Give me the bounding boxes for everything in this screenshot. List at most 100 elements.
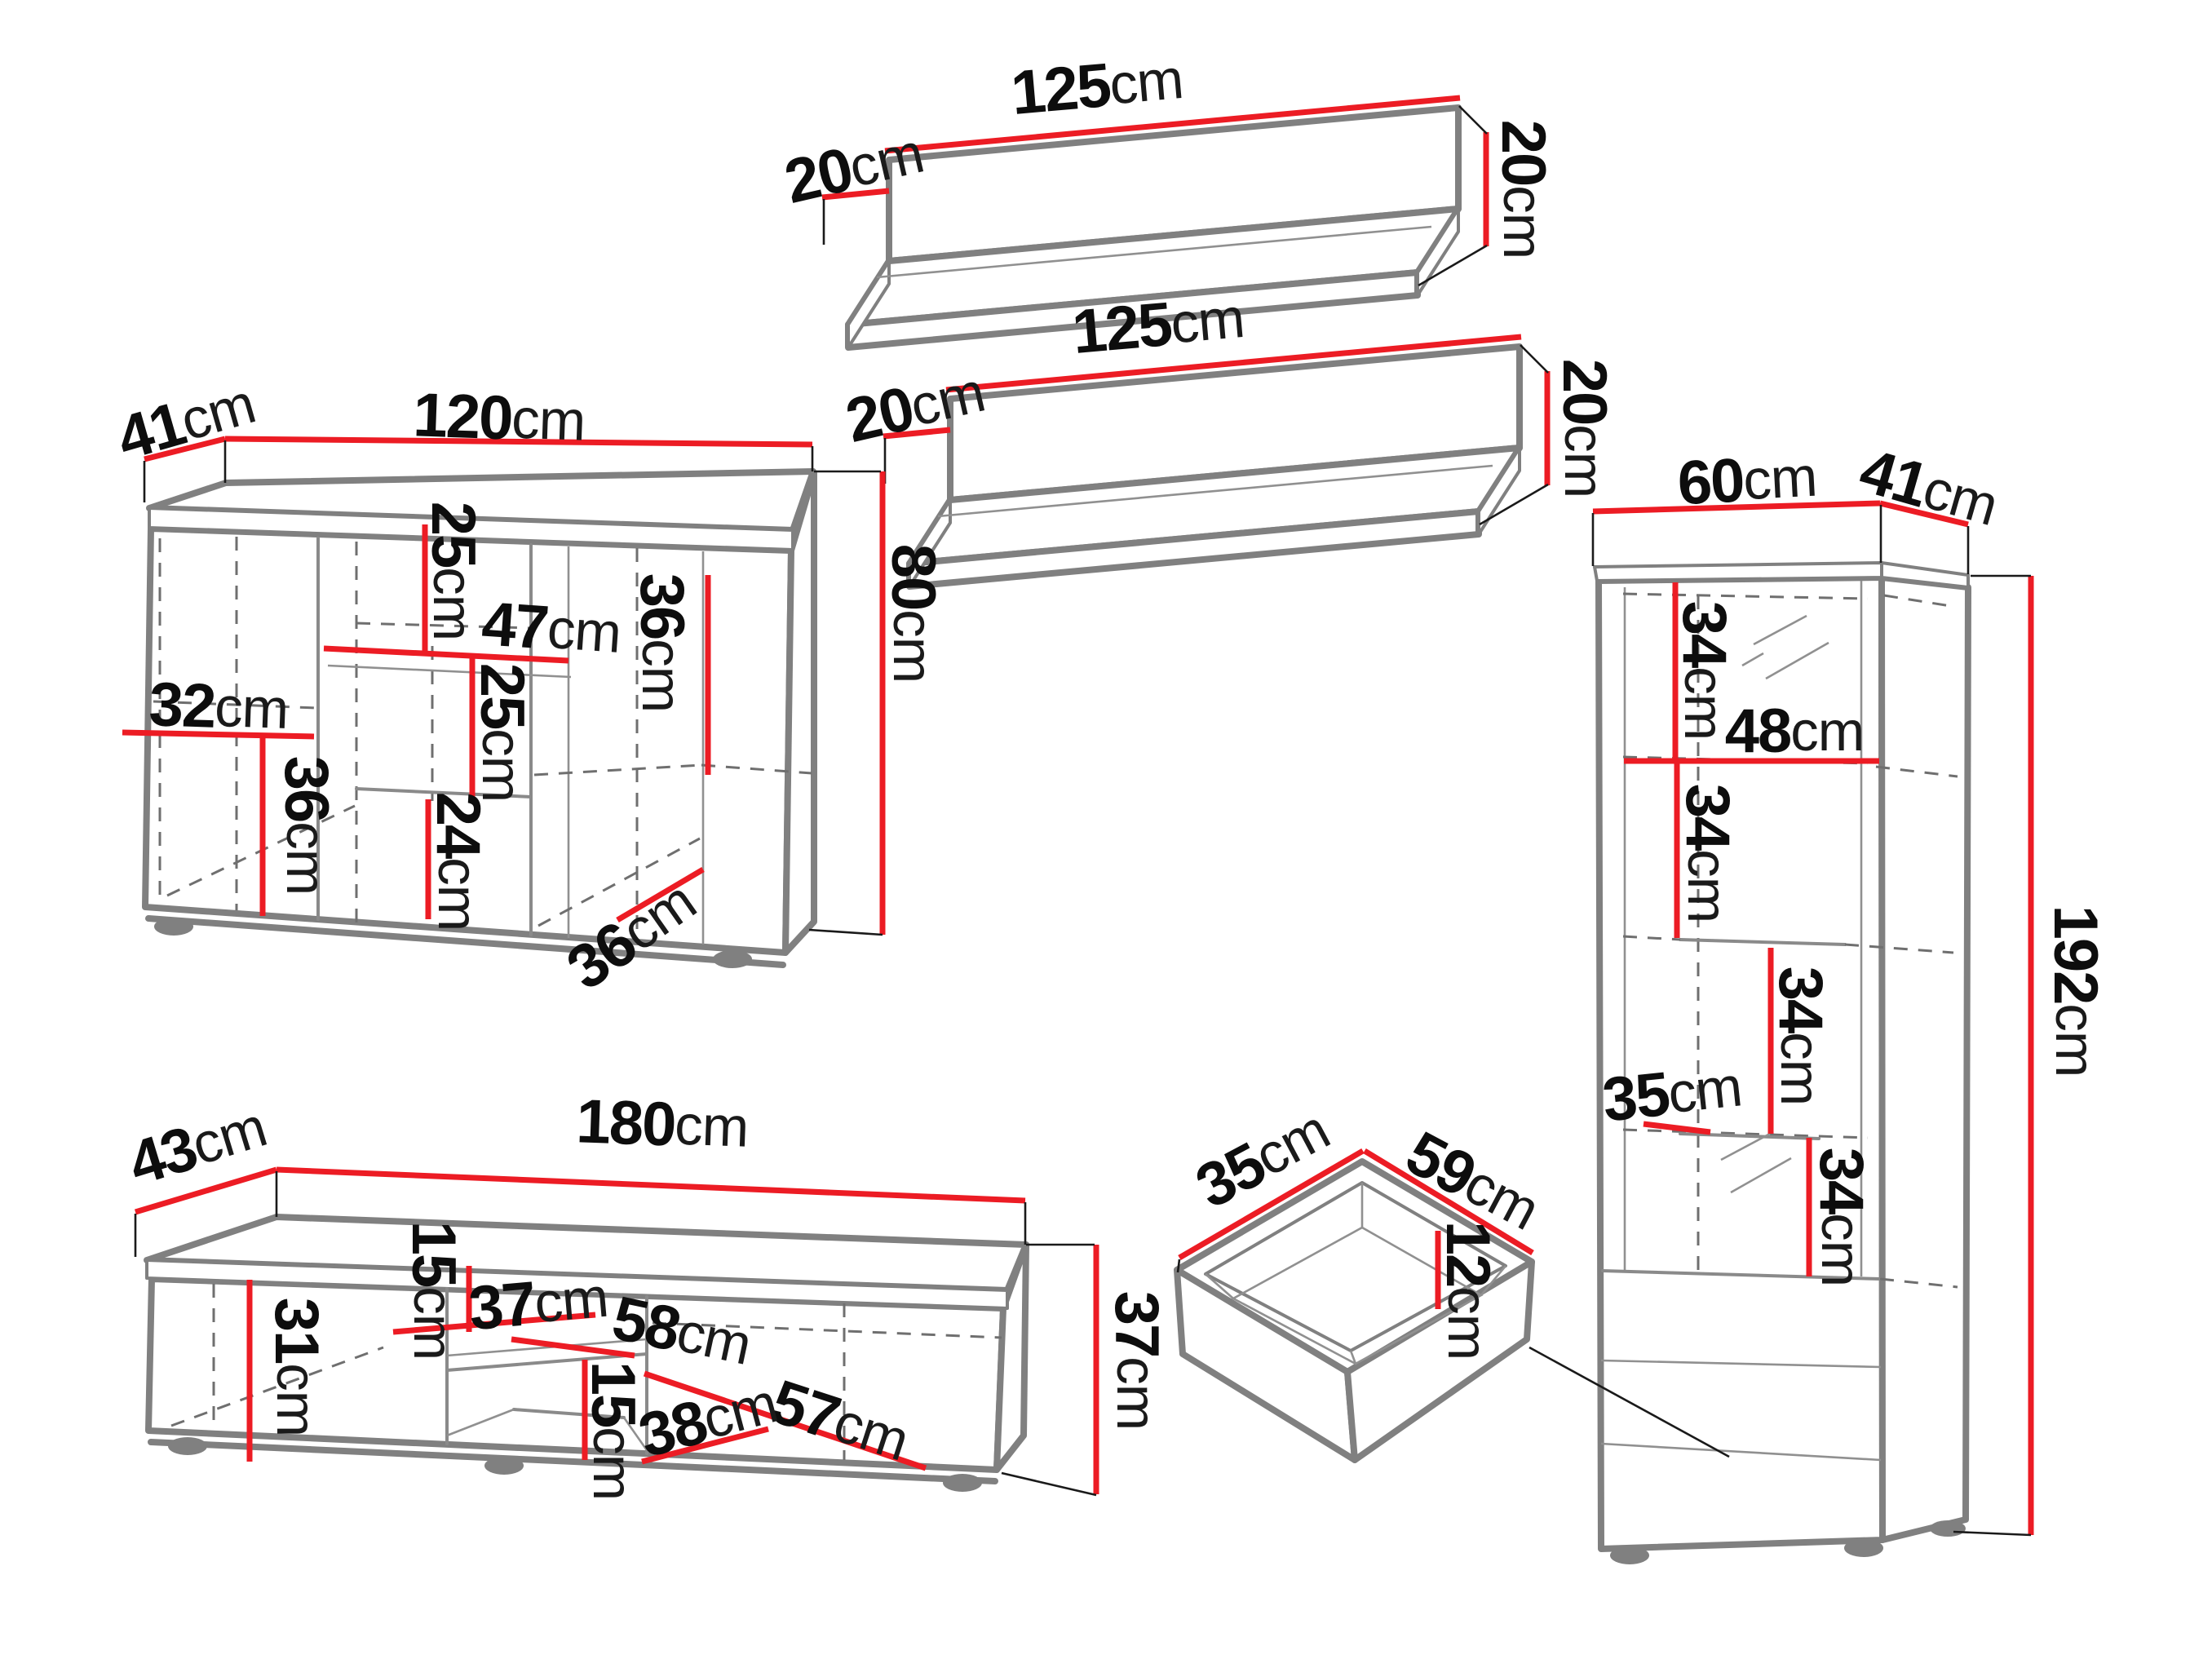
hidden-back-edge: [1622, 592, 1869, 600]
drawer-drawing: 35cm 59cm 12cm: [1174, 1098, 1730, 1463]
cabinet-top-right-sliver: [1880, 561, 1970, 589]
glass-hatch: [1753, 614, 1807, 646]
drawer-divider: [1600, 1359, 1882, 1369]
niche-wall-line: [446, 1408, 515, 1437]
dimension-label-depth: 43cm: [121, 1091, 274, 1198]
hidden-shelf-edge: [1622, 1128, 1869, 1139]
dimension-label-interior: 34cm: [1670, 601, 1740, 741]
dimension-label-interior: 25cm: [419, 502, 489, 641]
cabinet-top-front-sliver: [1593, 561, 1883, 582]
drawer-inner-corner: [1349, 1350, 1357, 1365]
sideboard-drawing: 41cm 120cm 80cm 25cm 47cm 25cm 32cm 36cm…: [109, 369, 949, 1002]
niche-shelf-edge: [446, 1338, 648, 1357]
shelf-edge: [355, 787, 533, 799]
shelf-edge: [1679, 1132, 1820, 1140]
depth-dimension-line: [134, 1166, 278, 1215]
dimension-label-length: 125cm: [1008, 43, 1185, 127]
interior-dimension-line: [392, 1312, 596, 1335]
tv-stand-base-band: [148, 1439, 998, 1484]
cabinet-foot: [1930, 1520, 1966, 1537]
interior-dimension-line: [616, 866, 705, 923]
dimension-label-interior: 32cm: [148, 670, 289, 744]
tick-line: [1953, 1530, 2032, 1537]
glass-hatch: [1741, 652, 1764, 667]
shelf-board-end-right: [1477, 446, 1521, 536]
tick-line: [1001, 1471, 1097, 1497]
glass-hatch: [1730, 1157, 1792, 1194]
hidden-floor-edge: [170, 1346, 384, 1427]
shelf-board-end-right: [1416, 207, 1460, 297]
drawer-right-panel: [1344, 1259, 1535, 1463]
depth-dimension-line: [1178, 1148, 1365, 1261]
tick-line: [1479, 483, 1549, 526]
depth-dimension-line: [821, 188, 890, 201]
drawer-pointer-line: [1528, 1346, 1730, 1458]
hidden-shelf-edge: [1622, 935, 1681, 941]
length-dimension-line: [884, 95, 1461, 154]
dimension-label-interior: 15cm: [579, 1361, 648, 1501]
depth-dimension-line: [144, 436, 226, 462]
width-dimension-line: [224, 436, 813, 448]
dimension-label-interior: 34cm: [1807, 1148, 1877, 1287]
dimension-label-height: 20cm: [1489, 120, 1559, 259]
niche-floor-edge: [512, 1408, 626, 1419]
sideboard-base-band: [145, 915, 786, 968]
drawer-divider: [1600, 1442, 1882, 1462]
sideboard-foot-right: [713, 950, 752, 968]
tv-stand-top-front-band: [145, 1259, 1009, 1310]
glass-hatch: [1720, 1132, 1771, 1161]
dimension-label-length: 125cm: [1069, 282, 1246, 366]
depth-dimension-line: [883, 427, 951, 440]
width-dimension-line: [276, 1166, 1026, 1204]
length-dimension-line: [945, 334, 1522, 393]
cabinet-foot: [1844, 1539, 1883, 1557]
interior-dimension-line: [643, 1370, 927, 1471]
cabinet-foot: [1610, 1546, 1649, 1564]
shelf-board-inner-line: [937, 464, 1493, 518]
hidden-back-edge: [1883, 594, 1957, 608]
hidden-shelf-edge: [356, 622, 532, 630]
sideboard-top-front-band: [148, 507, 794, 551]
tick-line: [808, 928, 883, 936]
dimension-label-interior: 31cm: [263, 1298, 332, 1437]
shelf-board-inner-line: [876, 225, 1432, 279]
dimension-label-interior: 24cm: [424, 792, 493, 931]
dimension-label-interior: 37cm: [466, 1262, 610, 1343]
dimension-label-height: 80cm: [879, 544, 949, 684]
sideboard-foot-left: [154, 918, 193, 936]
hidden-floor-edge: [538, 837, 701, 927]
wall-shelf-1-drawing: 125cm 20cm 20cm: [778, 43, 1559, 351]
dimension-label-interior: 25cm: [468, 663, 538, 803]
tick-line: [1418, 244, 1488, 287]
dimension-label-interior: 34cm: [1674, 784, 1743, 923]
dimension-label-width: 60cm: [1676, 441, 1819, 518]
hidden-shelf-edge: [153, 700, 317, 710]
interior-dimension-line: [641, 1426, 769, 1465]
dimension-label-height: 20cm: [1551, 359, 1620, 498]
interior-dimension-line: [323, 645, 569, 664]
drawer-inner-corner: [1205, 1273, 1234, 1299]
hidden-shelf-edge: [652, 1321, 1002, 1339]
hidden-shelf-edge: [1879, 1277, 1958, 1289]
tick-line: [1520, 344, 1549, 374]
shelf-edge: [327, 664, 572, 679]
niche-shelf-edge: [445, 1352, 648, 1372]
tv-stand-foot: [943, 1474, 982, 1492]
hidden-shelf-edge: [1844, 943, 1954, 954]
dimension-label-interior: 35cm: [1599, 1051, 1745, 1135]
depth-dimension-line: [1879, 500, 1969, 528]
tv-stand-drawing: 43cm 180cm 37cm 31cm 15cm 37cm 58cm 57cm…: [121, 1086, 1171, 1500]
dimension-label-width: 180cm: [575, 1086, 750, 1161]
width-dimension-line: [1592, 500, 1881, 515]
hidden-shelf-edge: [533, 763, 702, 776]
drawer-inner-corner: [1480, 1265, 1506, 1296]
dimension-label-depth: 41cm: [109, 369, 262, 474]
hidden-shelf-edge: [1875, 765, 1958, 778]
tick-line: [1176, 1259, 1181, 1273]
dimension-label-depth: 41cm: [1852, 436, 2005, 541]
tv-stand-foot: [168, 1437, 207, 1455]
width-dimension-line: [1363, 1148, 1534, 1255]
dimension-label-interior: 36cm: [272, 756, 342, 896]
dimension-label-height: 12cm: [1434, 1221, 1503, 1360]
